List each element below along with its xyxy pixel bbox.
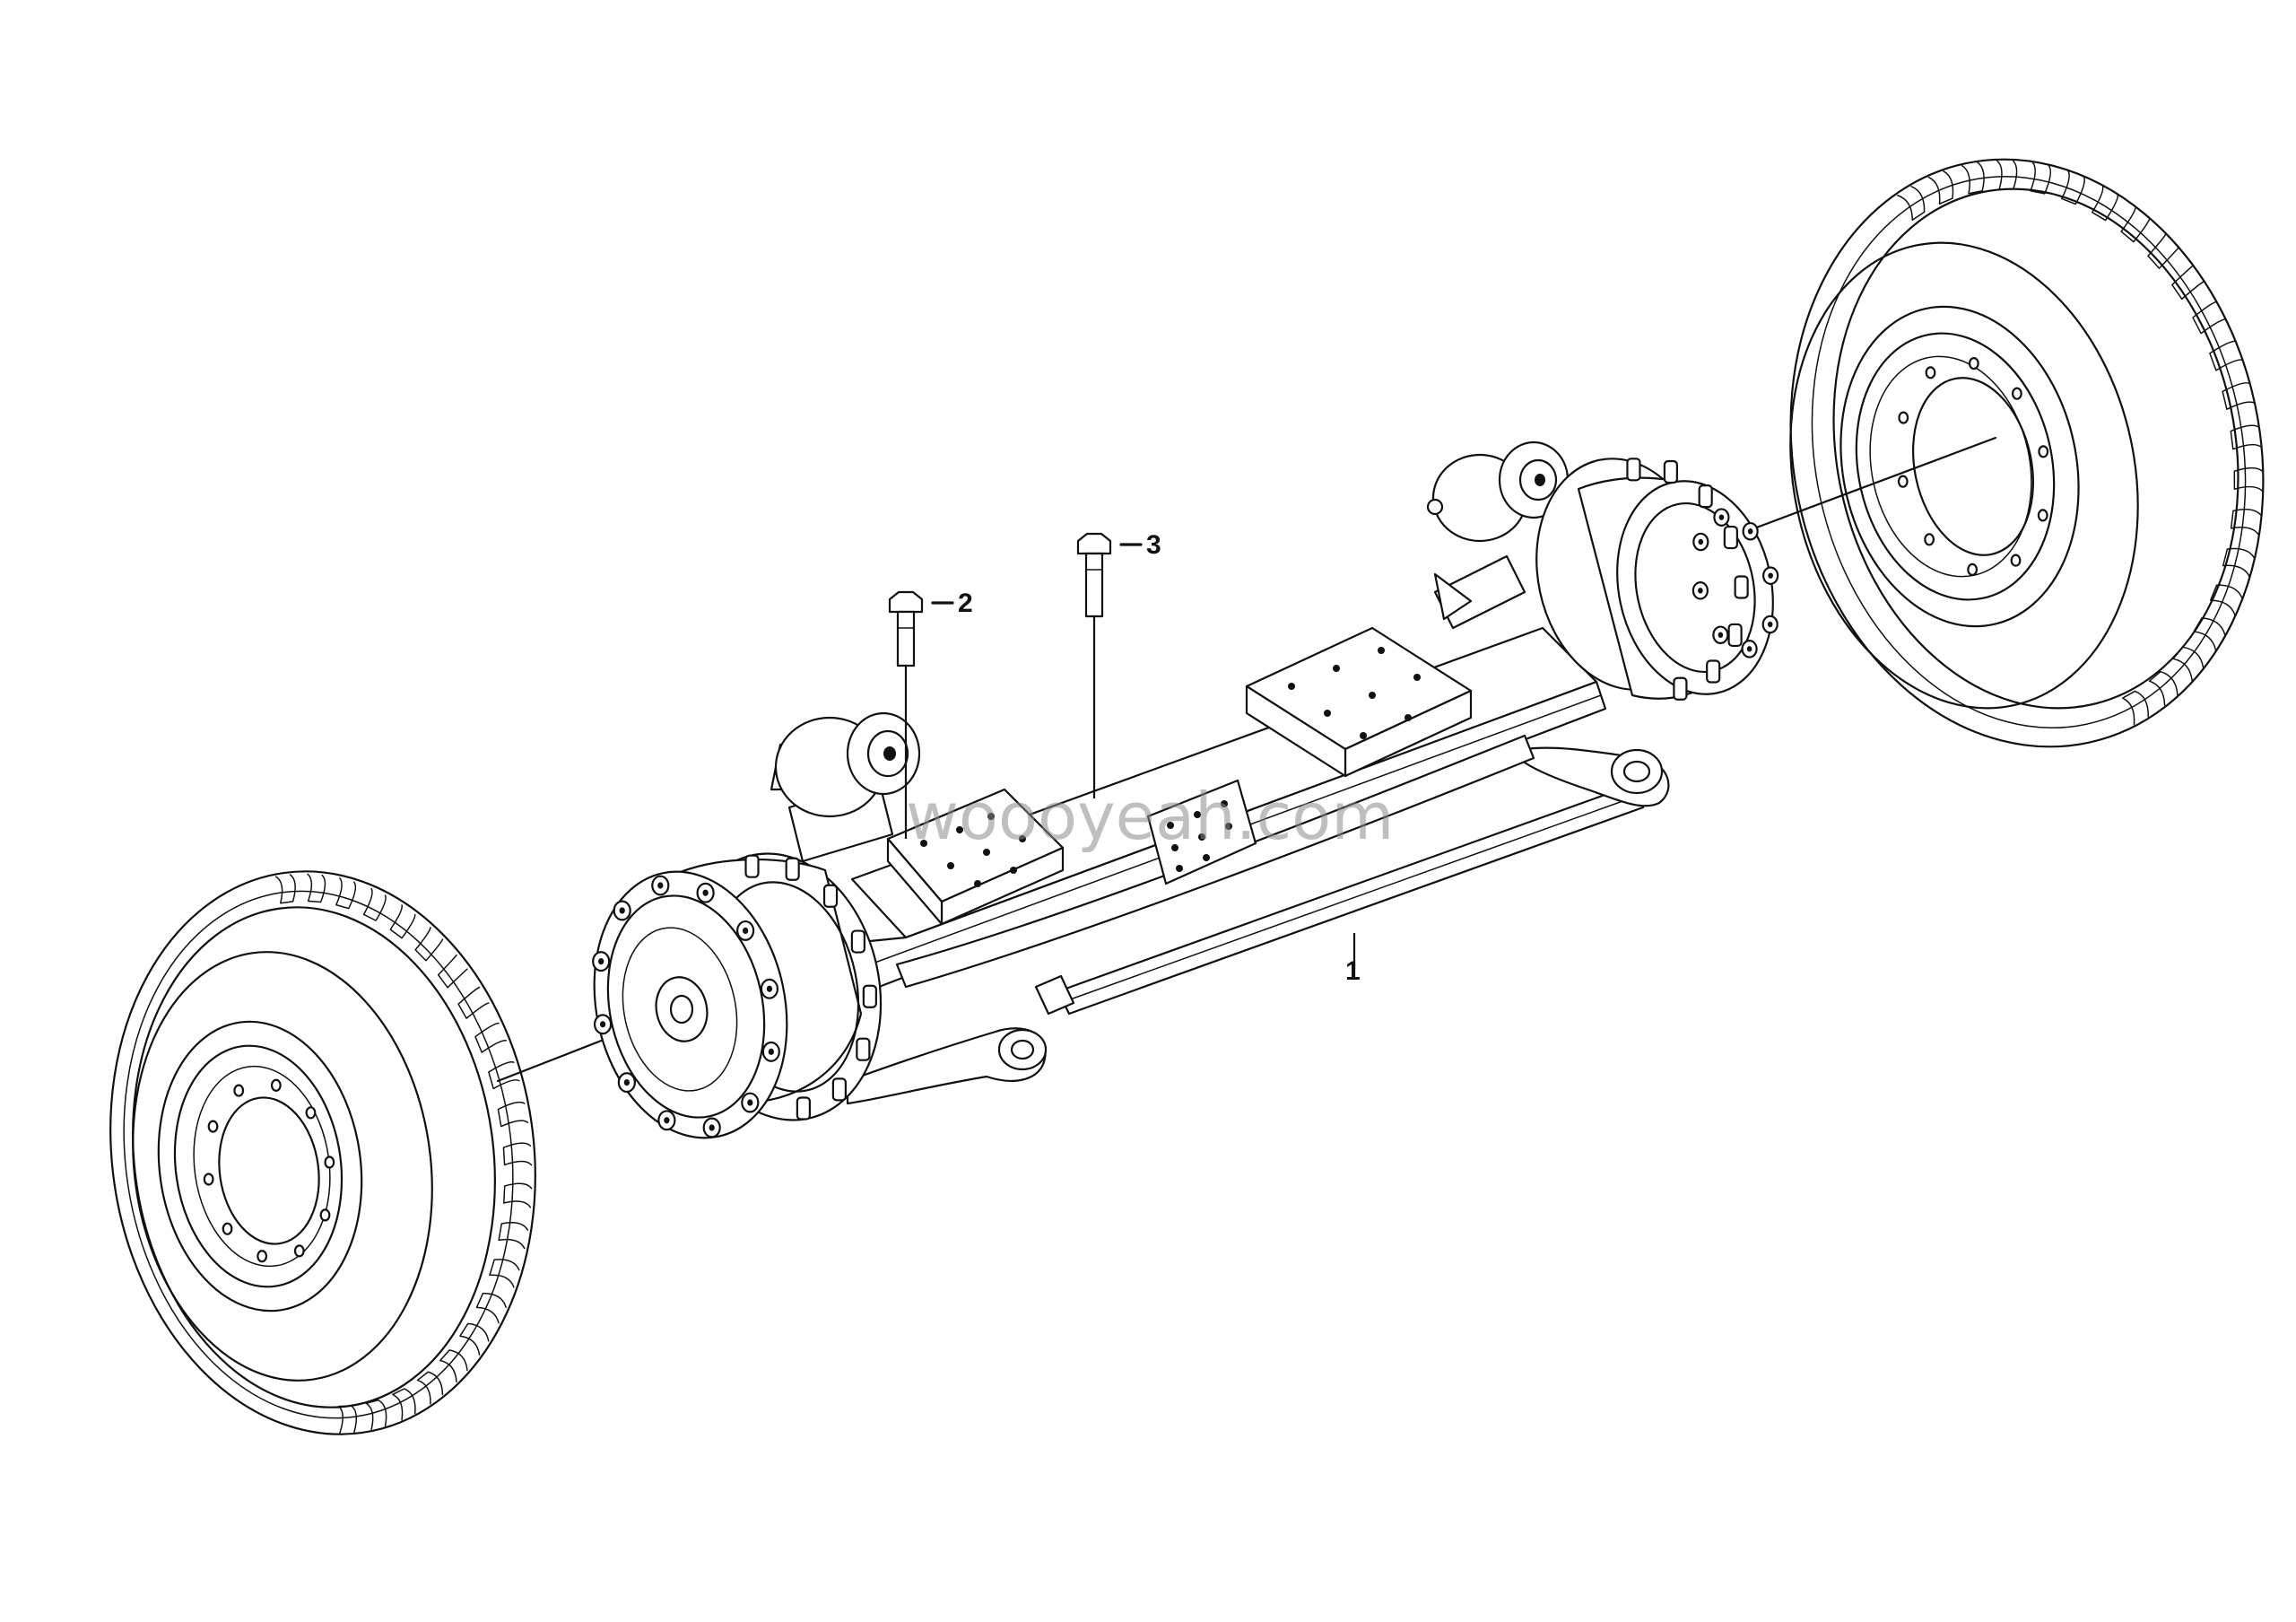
spring-pad-left [886,788,1065,926]
callout-3: 3 [1146,530,1161,560]
left-hub-drum [592,852,883,1139]
watermark: woooyeah.com [906,779,1394,854]
left-wheel-tread [274,873,533,1435]
right-hub-drum [1535,458,1779,701]
center-bracket [1146,779,1257,885]
left-wheel-bolt-circle [203,1078,335,1263]
bolt-2 [888,590,924,667]
brake-chamber-right [1426,440,1570,630]
right-hub-centerline [1738,436,1997,536]
axle-beam [850,626,1607,989]
right-wheel [1789,158,2265,748]
steering-arm-left [846,1027,1048,1105]
right-wheel-bolt-circle [1897,356,2049,577]
spring-pad-right [1245,626,1473,778]
brake-chamber-left [770,711,921,863]
steering-arm-right [1523,746,1670,807]
callout-1: 1 [1345,956,1361,986]
callout-2: 2 [958,589,973,618]
bolt-3 [1076,532,1112,618]
left-wheel [109,870,536,1435]
right-wheel-tread [1897,160,2265,726]
